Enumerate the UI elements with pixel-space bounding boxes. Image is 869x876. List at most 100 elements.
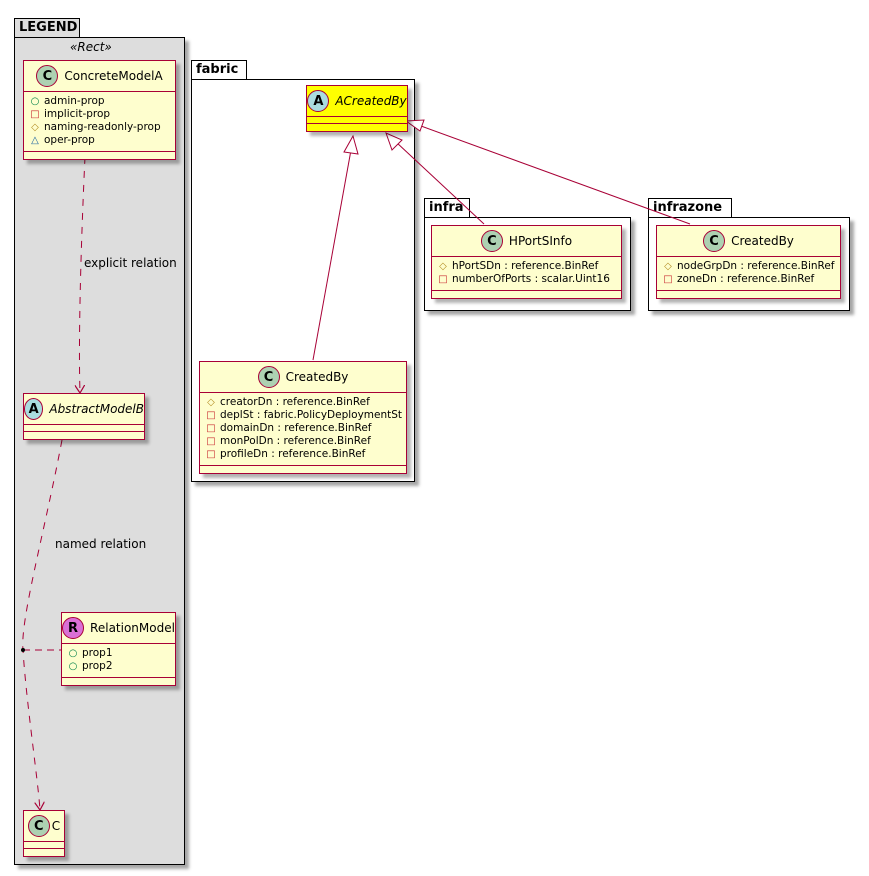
class-c-icon: C xyxy=(480,230,503,252)
class-header: C ConcreteModelA xyxy=(24,61,175,92)
method-list xyxy=(24,152,175,159)
class-name: HPortSInfo xyxy=(508,234,573,248)
infrazone-package-tab: infrazone xyxy=(648,198,732,217)
legend-package-tab: LEGEND xyxy=(14,18,80,37)
class-concrete-model-a[interactable]: C ConcreteModelA ○admin-prop □ implicit-p… xyxy=(23,60,176,160)
private-visibility-icon: □ xyxy=(206,423,216,434)
method-list xyxy=(24,849,64,856)
attribute-list xyxy=(24,842,64,849)
method-list xyxy=(307,124,407,131)
class-a-icon: A xyxy=(307,90,330,112)
attribute-row: ○admin-prop xyxy=(30,95,169,108)
public-visibility-icon: ○ xyxy=(68,648,78,659)
class-c[interactable]: C C xyxy=(23,810,65,857)
attribute-text: hPortSDn : reference.BinRef xyxy=(452,260,599,272)
class-name: CreatedBy xyxy=(285,370,349,384)
method-list xyxy=(24,432,144,439)
class-a-icon: A xyxy=(24,398,44,420)
inherit-infrazone-createdby xyxy=(420,125,691,225)
attribute-list: ◇ nodeGrpDn : reference.BinRef □zoneDn : … xyxy=(657,257,840,291)
attribute-text: creatorDn : reference.BinRef xyxy=(220,396,370,408)
inherit-fabric-createdby xyxy=(312,149,352,361)
infra-package-tab: infra xyxy=(424,198,470,217)
inherit-hportsinfo xyxy=(395,141,485,225)
private-visibility-icon: □ xyxy=(438,274,448,285)
method-list xyxy=(200,466,406,473)
public-visibility-icon: ○ xyxy=(68,661,78,672)
class-header: C HPortSInfo xyxy=(432,226,621,257)
class-abstract-model-b[interactable]: A AbstractModelB xyxy=(23,393,145,440)
attribute-list: ○ prop1 ○ prop2 xyxy=(62,644,175,678)
attribute-row: □ domainDn : reference.BinRef xyxy=(206,422,400,435)
attribute-list: ◇ creatorDn : reference.BinRef □deplSt : … xyxy=(200,393,406,466)
class-name: RelationModel xyxy=(90,621,175,635)
attribute-text: nodeGrpDn : reference.BinRef xyxy=(677,260,835,272)
attribute-row: □zoneDn : reference.BinRef xyxy=(663,273,834,286)
class-name: ConcreteModelA xyxy=(64,69,163,83)
relation-junction-dot xyxy=(21,648,25,652)
protected-visibility-icon: ◇ xyxy=(664,261,672,272)
attribute-list: ○admin-prop □ implicit-prop ◇ naming-reado… xyxy=(24,92,175,152)
class-header: R RelationModel xyxy=(62,613,175,644)
attribute-list xyxy=(307,117,407,124)
class-header: C CreatedBy xyxy=(200,362,406,393)
protected-visibility-icon: ◇ xyxy=(31,122,39,133)
attribute-text: prop2 xyxy=(82,660,113,672)
attribute-text: naming-readonly-prop xyxy=(44,121,161,133)
explicit-relation-line xyxy=(79,156,86,393)
attribute-text: domainDn : reference.BinRef xyxy=(220,422,372,434)
package-visibility-icon: △ xyxy=(31,135,39,146)
private-visibility-icon: □ xyxy=(663,274,673,285)
private-visibility-icon: □ xyxy=(30,109,40,120)
method-list xyxy=(432,291,621,298)
attribute-text: monPolDn : reference.BinRef xyxy=(220,435,371,447)
attribute-text: admin-prop xyxy=(44,95,105,107)
class-name: AbstractModelB xyxy=(49,402,144,416)
attribute-row: ◇ naming-readonly-prop xyxy=(30,121,169,134)
attribute-row: □ numberOfPorts : scalar.Uint16 xyxy=(438,273,615,286)
attribute-text: prop1 xyxy=(82,647,113,659)
class-header: A ACreatedBy xyxy=(307,86,407,117)
attribute-list: ◇ hPortSDn : reference.BinRef □ numberOfPo… xyxy=(432,257,621,291)
class-name: C xyxy=(51,819,61,833)
attribute-row: △ oper-prop xyxy=(30,134,169,147)
class-infrazone-createdby[interactable]: C CreatedBy ◇ nodeGrpDn : reference.BinRe… xyxy=(656,225,841,299)
legend-package xyxy=(14,37,185,865)
attribute-row: □ implicit-prop xyxy=(30,108,169,121)
protected-visibility-icon: ◇ xyxy=(207,397,215,408)
class-r-icon: R xyxy=(62,617,85,639)
attribute-row: ○ prop2 xyxy=(68,660,169,673)
class-acreatedby[interactable]: A ACreatedBy xyxy=(306,85,408,132)
private-visibility-icon: □ xyxy=(206,410,216,421)
attribute-row: □ profileDn : reference.BinRef xyxy=(206,448,400,461)
attribute-text: implicit-prop xyxy=(44,108,111,120)
protected-visibility-icon: ◇ xyxy=(439,261,447,272)
named-relation-label: named relation xyxy=(55,537,147,551)
explicit-relation-label: explicit relation xyxy=(84,256,177,270)
class-hportsinfo[interactable]: C HPortSInfo ◇ hPortSDn : reference.BinRe… xyxy=(431,225,622,299)
class-c-icon: C xyxy=(703,230,726,252)
class-name: ACreatedBy xyxy=(335,94,407,108)
legend-stereotype: «Rect» xyxy=(70,40,112,54)
attribute-text: profileDn : reference.BinRef xyxy=(220,448,366,460)
attribute-row: ○ prop1 xyxy=(68,647,169,660)
attribute-text: numberOfPorts : scalar.Uint16 xyxy=(452,273,610,285)
attribute-row: ◇ hPortSDn : reference.BinRef xyxy=(438,260,615,273)
attribute-text: oper-prop xyxy=(44,134,95,146)
attribute-row: ◇ creatorDn : reference.BinRef xyxy=(206,396,400,409)
class-c-icon: C xyxy=(36,65,59,87)
private-visibility-icon: □ xyxy=(206,436,216,447)
attribute-row: □deplSt : fabric.PolicyDeploymentSt xyxy=(206,409,402,422)
fabric-package-tab: fabric xyxy=(191,60,247,79)
method-list xyxy=(657,291,840,298)
class-header: C C xyxy=(24,811,64,842)
class-relation-model[interactable]: R RelationModel ○ prop1 ○ prop2 xyxy=(61,612,176,686)
class-name: CreatedBy xyxy=(731,234,794,248)
class-c-icon: C xyxy=(257,366,280,388)
private-visibility-icon: □ xyxy=(206,449,216,460)
class-c-icon: C xyxy=(27,815,50,837)
attribute-list xyxy=(24,425,144,432)
class-fabric-createdby[interactable]: C CreatedBy ◇ creatorDn : reference.BinRe… xyxy=(199,361,407,474)
attribute-row: ◇ nodeGrpDn : reference.BinRef xyxy=(663,260,834,273)
